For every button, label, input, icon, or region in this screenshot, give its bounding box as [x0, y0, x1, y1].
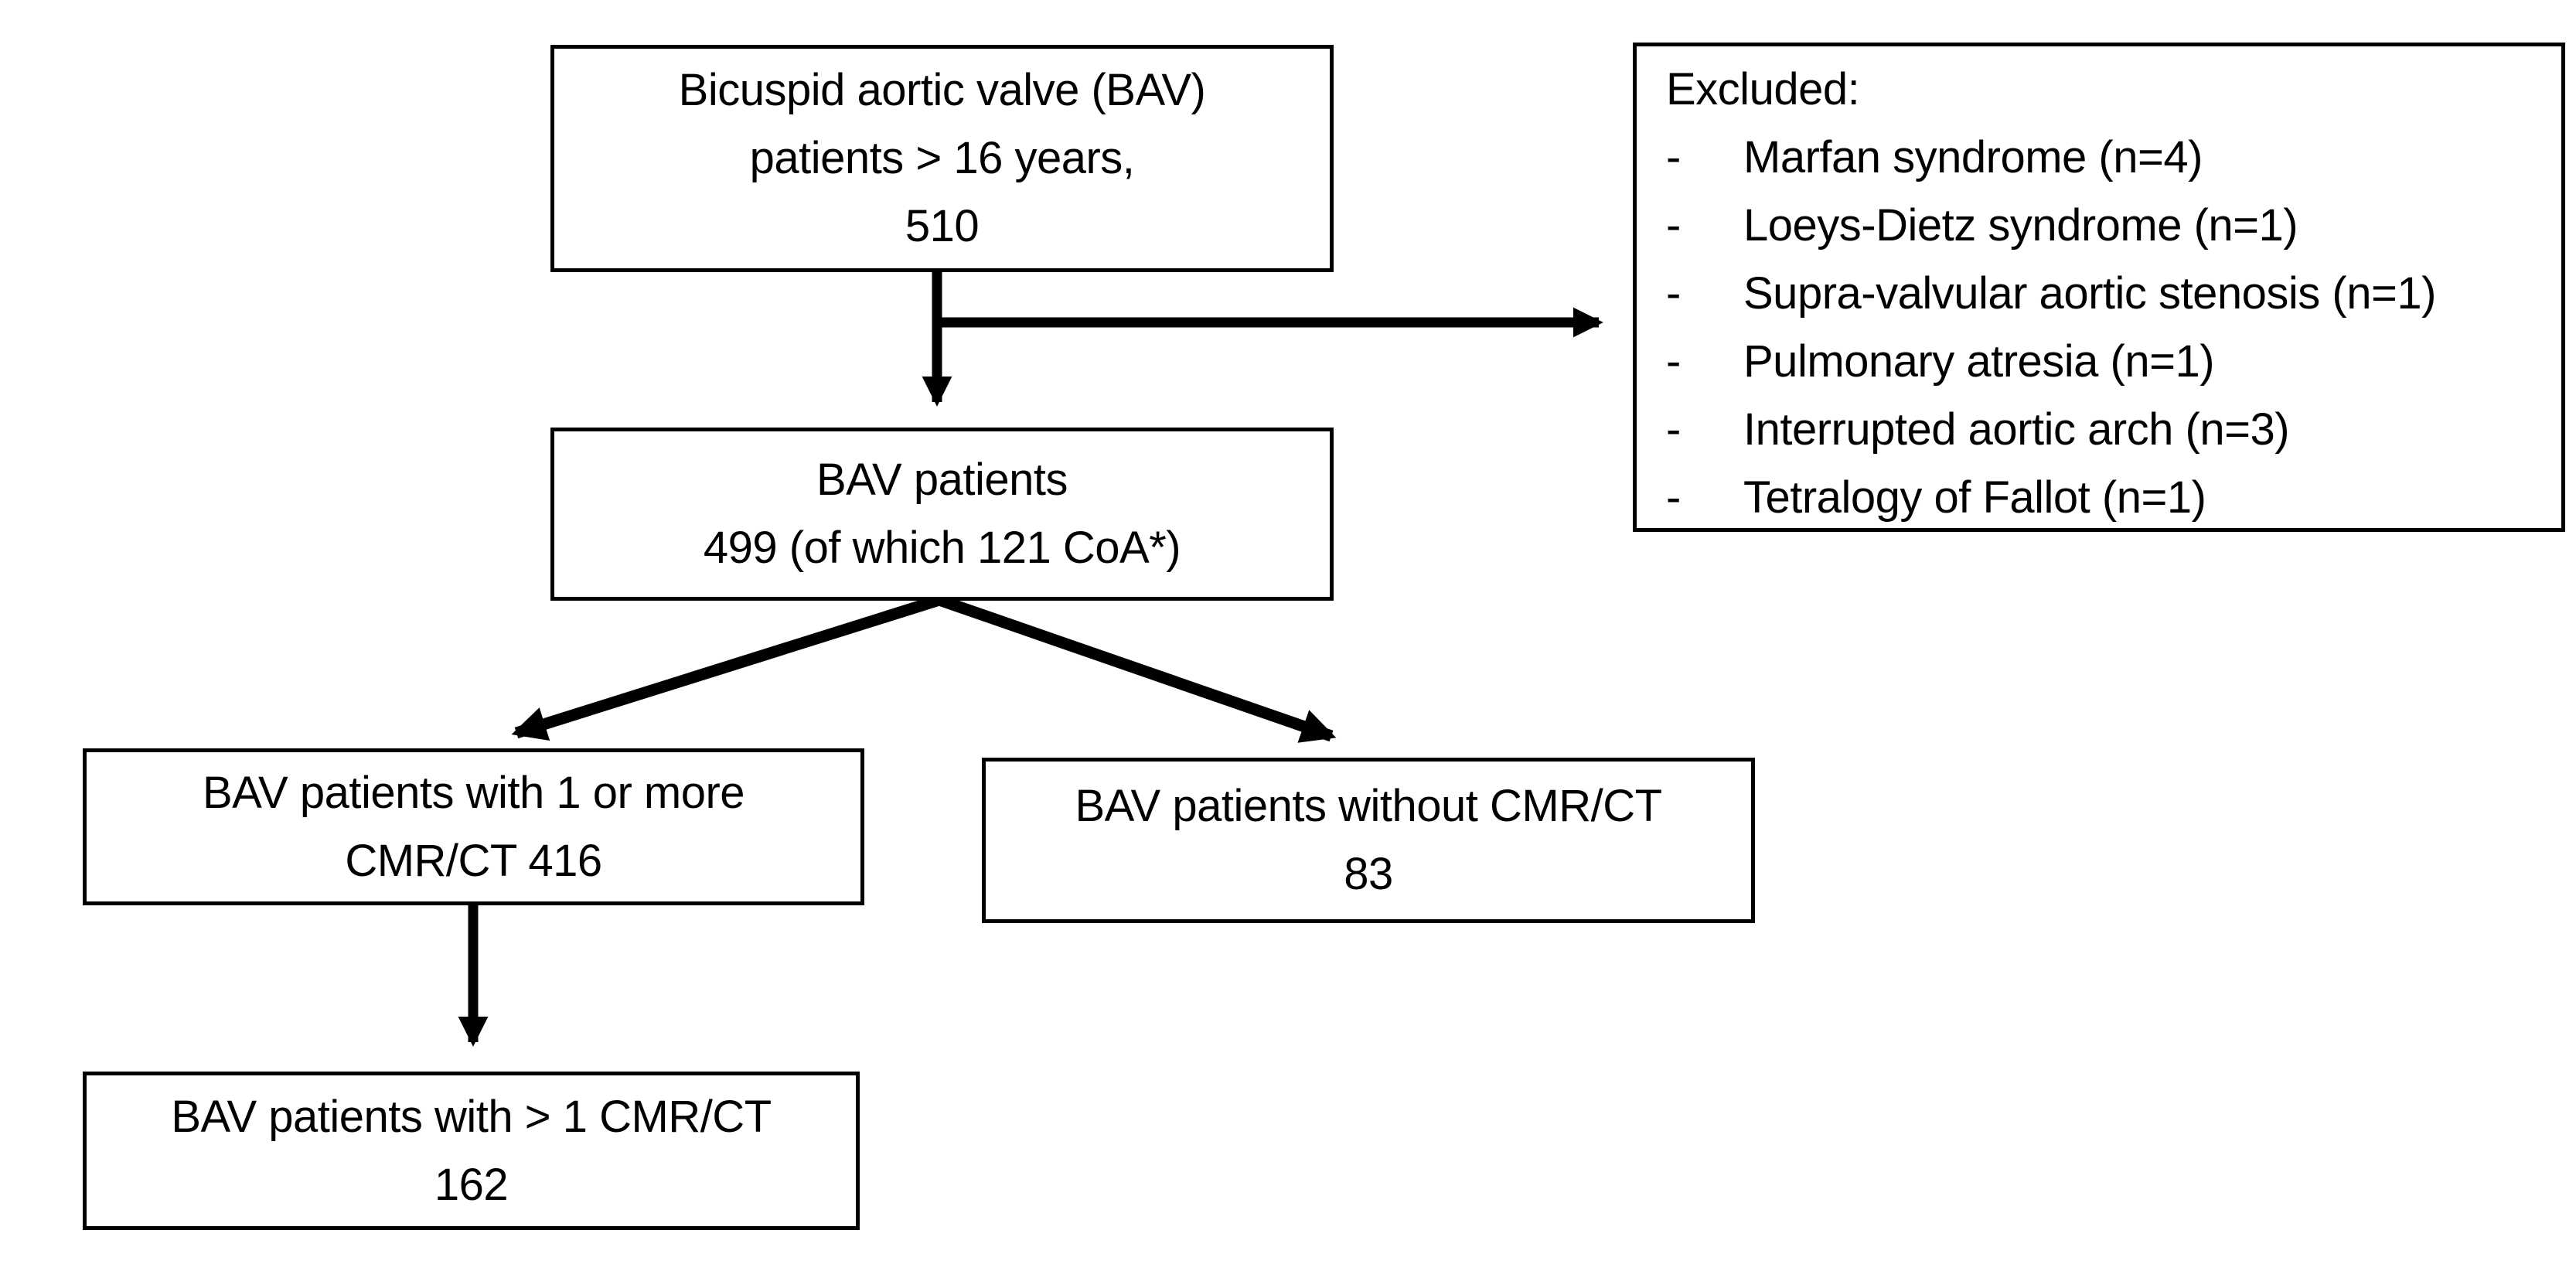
box-bav-total-line2: patients > 16 years,: [749, 133, 1135, 183]
box-bav-total-line1: Bicuspid aortic valve (BAV): [678, 65, 1206, 115]
excluded-item: - Pulmonary atresia (n=1): [1666, 328, 2546, 396]
box-more-than-one-cmr-count: 162: [434, 1159, 509, 1210]
box-without-cmr-count: 83: [1344, 849, 1393, 899]
box-bav-total-count: 510: [905, 201, 980, 251]
excluded-item-text: Marfan syndrome (n=4): [1743, 132, 2203, 182]
box-without-cmr: BAV patients without CMR/CT 83: [982, 758, 1755, 923]
box-one-or-more-cmr: BAV patients with 1 or more CMR/CT 416: [83, 748, 864, 905]
excluded-item-dash: -: [1666, 268, 1681, 319]
excluded-item-text: Interrupted aortic arch (n=3): [1743, 404, 2290, 455]
box-bav-patients-count: 499 (of which 121 CoA*): [703, 523, 1181, 573]
excluded-item: - Tetralogy of Fallot (n=1): [1666, 464, 2546, 532]
excluded-item: - Loeys-Dietz syndrome (n=1): [1666, 192, 2546, 260]
box-bav-total: Bicuspid aortic valve (BAV) patients > 1…: [550, 45, 1334, 272]
box-excluded: Excluded: - Marfan syndrome (n=4) - Loey…: [1633, 43, 2565, 532]
box-bav-patients-line1: BAV patients: [816, 455, 1068, 505]
box-without-cmr-line1: BAV patients without CMR/CT: [1075, 781, 1662, 831]
excluded-item-text: Supra-valvular aortic stenosis (n=1): [1743, 268, 2436, 319]
excluded-item-dash: -: [1666, 404, 1681, 455]
excluded-title-text: Excluded:: [1666, 64, 1860, 114]
excluded-item-text: Loeys-Dietz syndrome (n=1): [1743, 200, 2298, 250]
arrow-fork-left-right: [511, 594, 1337, 743]
excluded-item: - Marfan syndrome (n=4): [1666, 124, 2546, 192]
excluded-item-dash: -: [1666, 336, 1681, 387]
box-bav-patients: BAV patients 499 (of which 121 CoA*): [550, 428, 1334, 601]
excluded-item-dash: -: [1666, 472, 1681, 523]
excluded-item-text: Tetralogy of Fallot (n=1): [1743, 472, 2206, 523]
excluded-title: Excluded:: [1666, 56, 2546, 124]
excluded-item-text: Pulmonary atresia (n=1): [1743, 336, 2215, 387]
excluded-item-dash: -: [1666, 200, 1681, 250]
box-one-or-more-cmr-line1: BAV patients with 1 or more: [202, 767, 745, 818]
box-more-than-one-cmr: BAV patients with > 1 CMR/CT 162: [83, 1072, 860, 1230]
excluded-item-dash: -: [1666, 132, 1681, 182]
box-more-than-one-cmr-line1: BAV patients with > 1 CMR/CT: [171, 1091, 772, 1142]
excluded-item: - Interrupted aortic arch (n=3): [1666, 396, 2546, 464]
excluded-item: - Supra-valvular aortic stenosis (n=1): [1666, 260, 2546, 328]
box-one-or-more-cmr-count: CMR/CT 416: [345, 835, 602, 886]
